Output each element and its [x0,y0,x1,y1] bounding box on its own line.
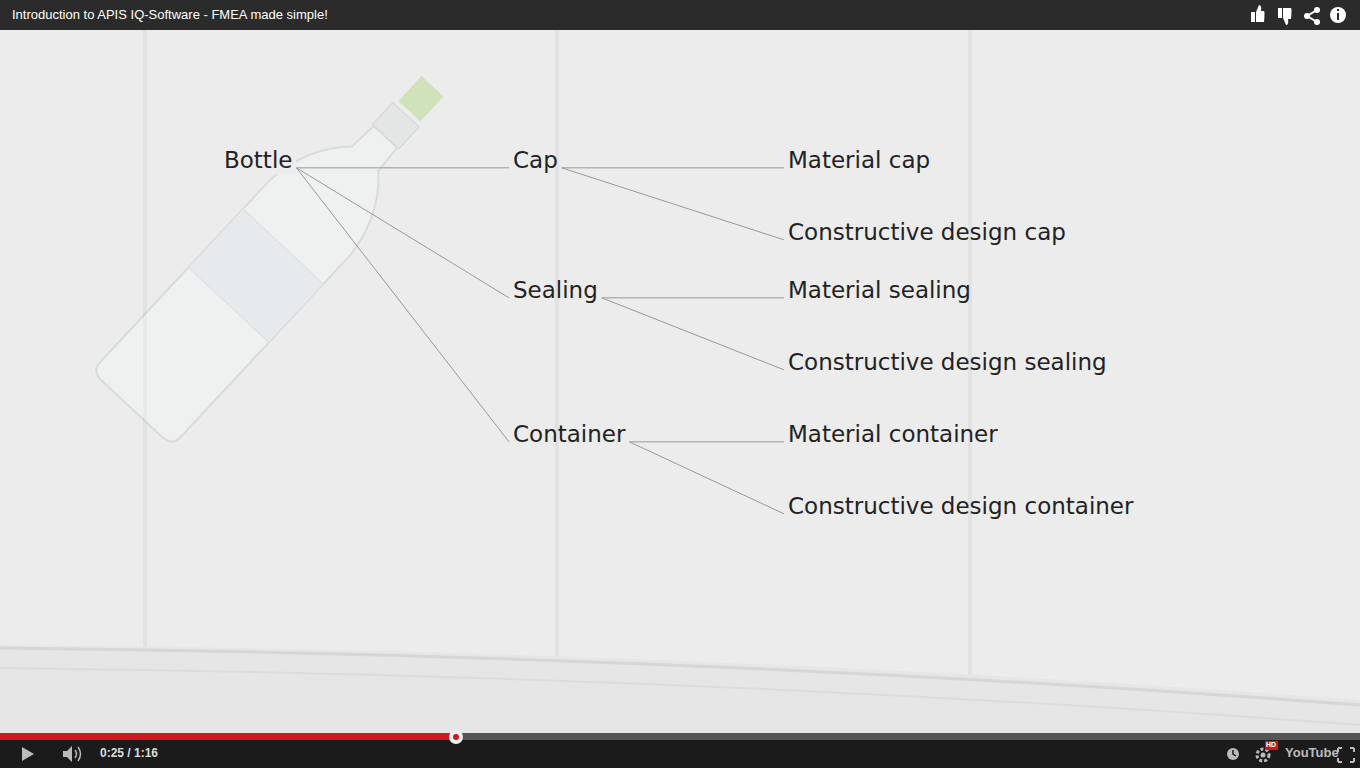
tree-node: Sealing [509,276,602,304]
node-text: Container [513,421,625,447]
node-text: Bottle [224,147,292,173]
tree-node: Material cap [784,146,934,174]
tree-connector [602,297,784,298]
tree-connector [296,167,509,168]
tree-connector [296,168,509,298]
bottle-illustration [92,49,473,447]
node-text: Material container [788,421,998,447]
node-text: Constructive design cap [788,219,1066,245]
node-text: Constructive design sealing [788,349,1107,375]
node-text: Cap [513,147,558,173]
youtube-logo: YouTube [1285,746,1339,760]
tree-connector [629,442,784,514]
tree-node: Bottle [220,146,296,174]
hd-badge: HD [1266,741,1276,749]
node-text: Material sealing [788,277,971,303]
tree-node: Constructive design container [784,492,1137,520]
tree-node: Container [509,420,629,448]
node-text: Constructive design container [788,493,1133,519]
tree-connector [296,168,509,442]
tree-connector [602,298,784,370]
tree-node: Cap [509,146,562,174]
tree-node: Constructive design cap [784,218,1070,246]
tree-connector [562,167,784,168]
node-text: Sealing [513,277,598,303]
time-display: 0:25 / 1:16 [100,747,158,760]
video-title: Introduction to APIS IQ-Software - FMEA … [12,7,328,22]
tree-node: Material container [784,420,1002,448]
tree-connector [562,168,784,240]
tree-node: Material sealing [784,276,975,304]
tree-connector [629,441,784,442]
tree-node: Constructive design sealing [784,348,1111,376]
node-text: Material cap [788,147,930,173]
